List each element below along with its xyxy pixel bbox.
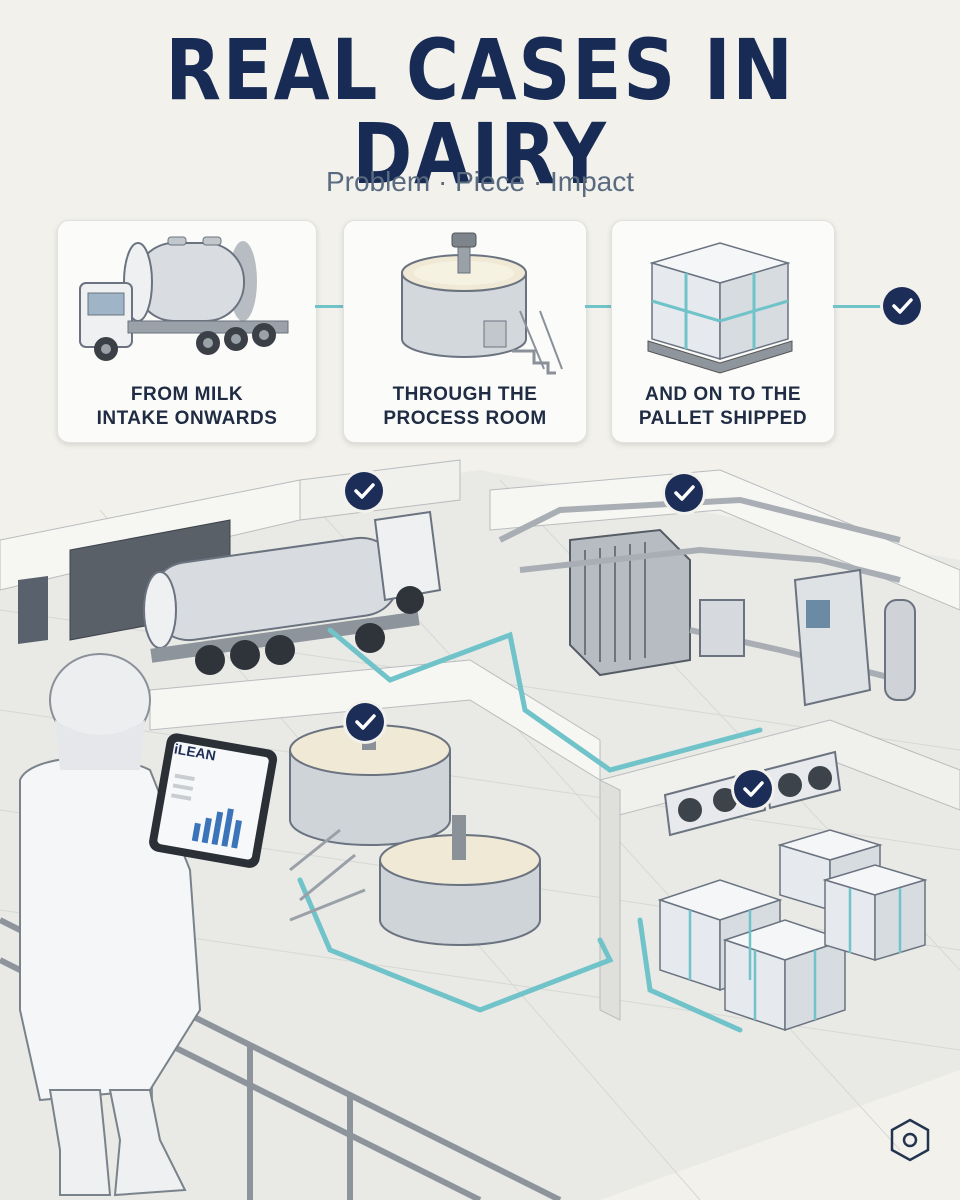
connector-line xyxy=(833,305,883,308)
check-icon xyxy=(346,703,384,741)
step-card-caption: AND ON TO THE PALLET SHIPPED xyxy=(612,383,834,431)
caption-line-2: PROCESS ROOM xyxy=(383,408,547,429)
caption-line-1: THROUGH THE xyxy=(392,384,538,405)
step-card-pallet-shipped: AND ON TO THE PALLET SHIPPED xyxy=(611,220,835,443)
milk-tanker-truck-icon xyxy=(79,236,289,361)
caption-line-2: INTAKE ONWARDS xyxy=(96,408,278,429)
factory-floor-illustration xyxy=(0,459,960,1200)
pallet-boxes-icon xyxy=(647,242,793,374)
caption-line-1: FROM MILK xyxy=(130,384,244,405)
connector-line xyxy=(585,305,611,308)
page-subtitle: Problem · Piece · Impact xyxy=(325,166,635,197)
check-icon xyxy=(883,287,921,325)
check-icon xyxy=(734,770,772,808)
cheese-vat-icon xyxy=(401,232,563,375)
check-icon xyxy=(665,474,703,512)
step-card-process-room: THROUGH THE PROCESS ROOM xyxy=(343,220,587,443)
connector-line xyxy=(315,305,343,308)
page-title: REAL CASES IN DAIRY xyxy=(165,21,795,203)
caption-line-2: PALLET SHIPPED xyxy=(638,408,808,429)
step-card-caption: THROUGH THE PROCESS ROOM xyxy=(344,383,586,431)
check-icon xyxy=(345,472,383,510)
caption-line-1: AND ON TO THE xyxy=(644,384,802,405)
step-card-milk-intake: FROM MILK INTAKE ONWARDS xyxy=(57,220,317,443)
step-card-caption: FROM MILK INTAKE ONWARDS xyxy=(58,383,316,431)
